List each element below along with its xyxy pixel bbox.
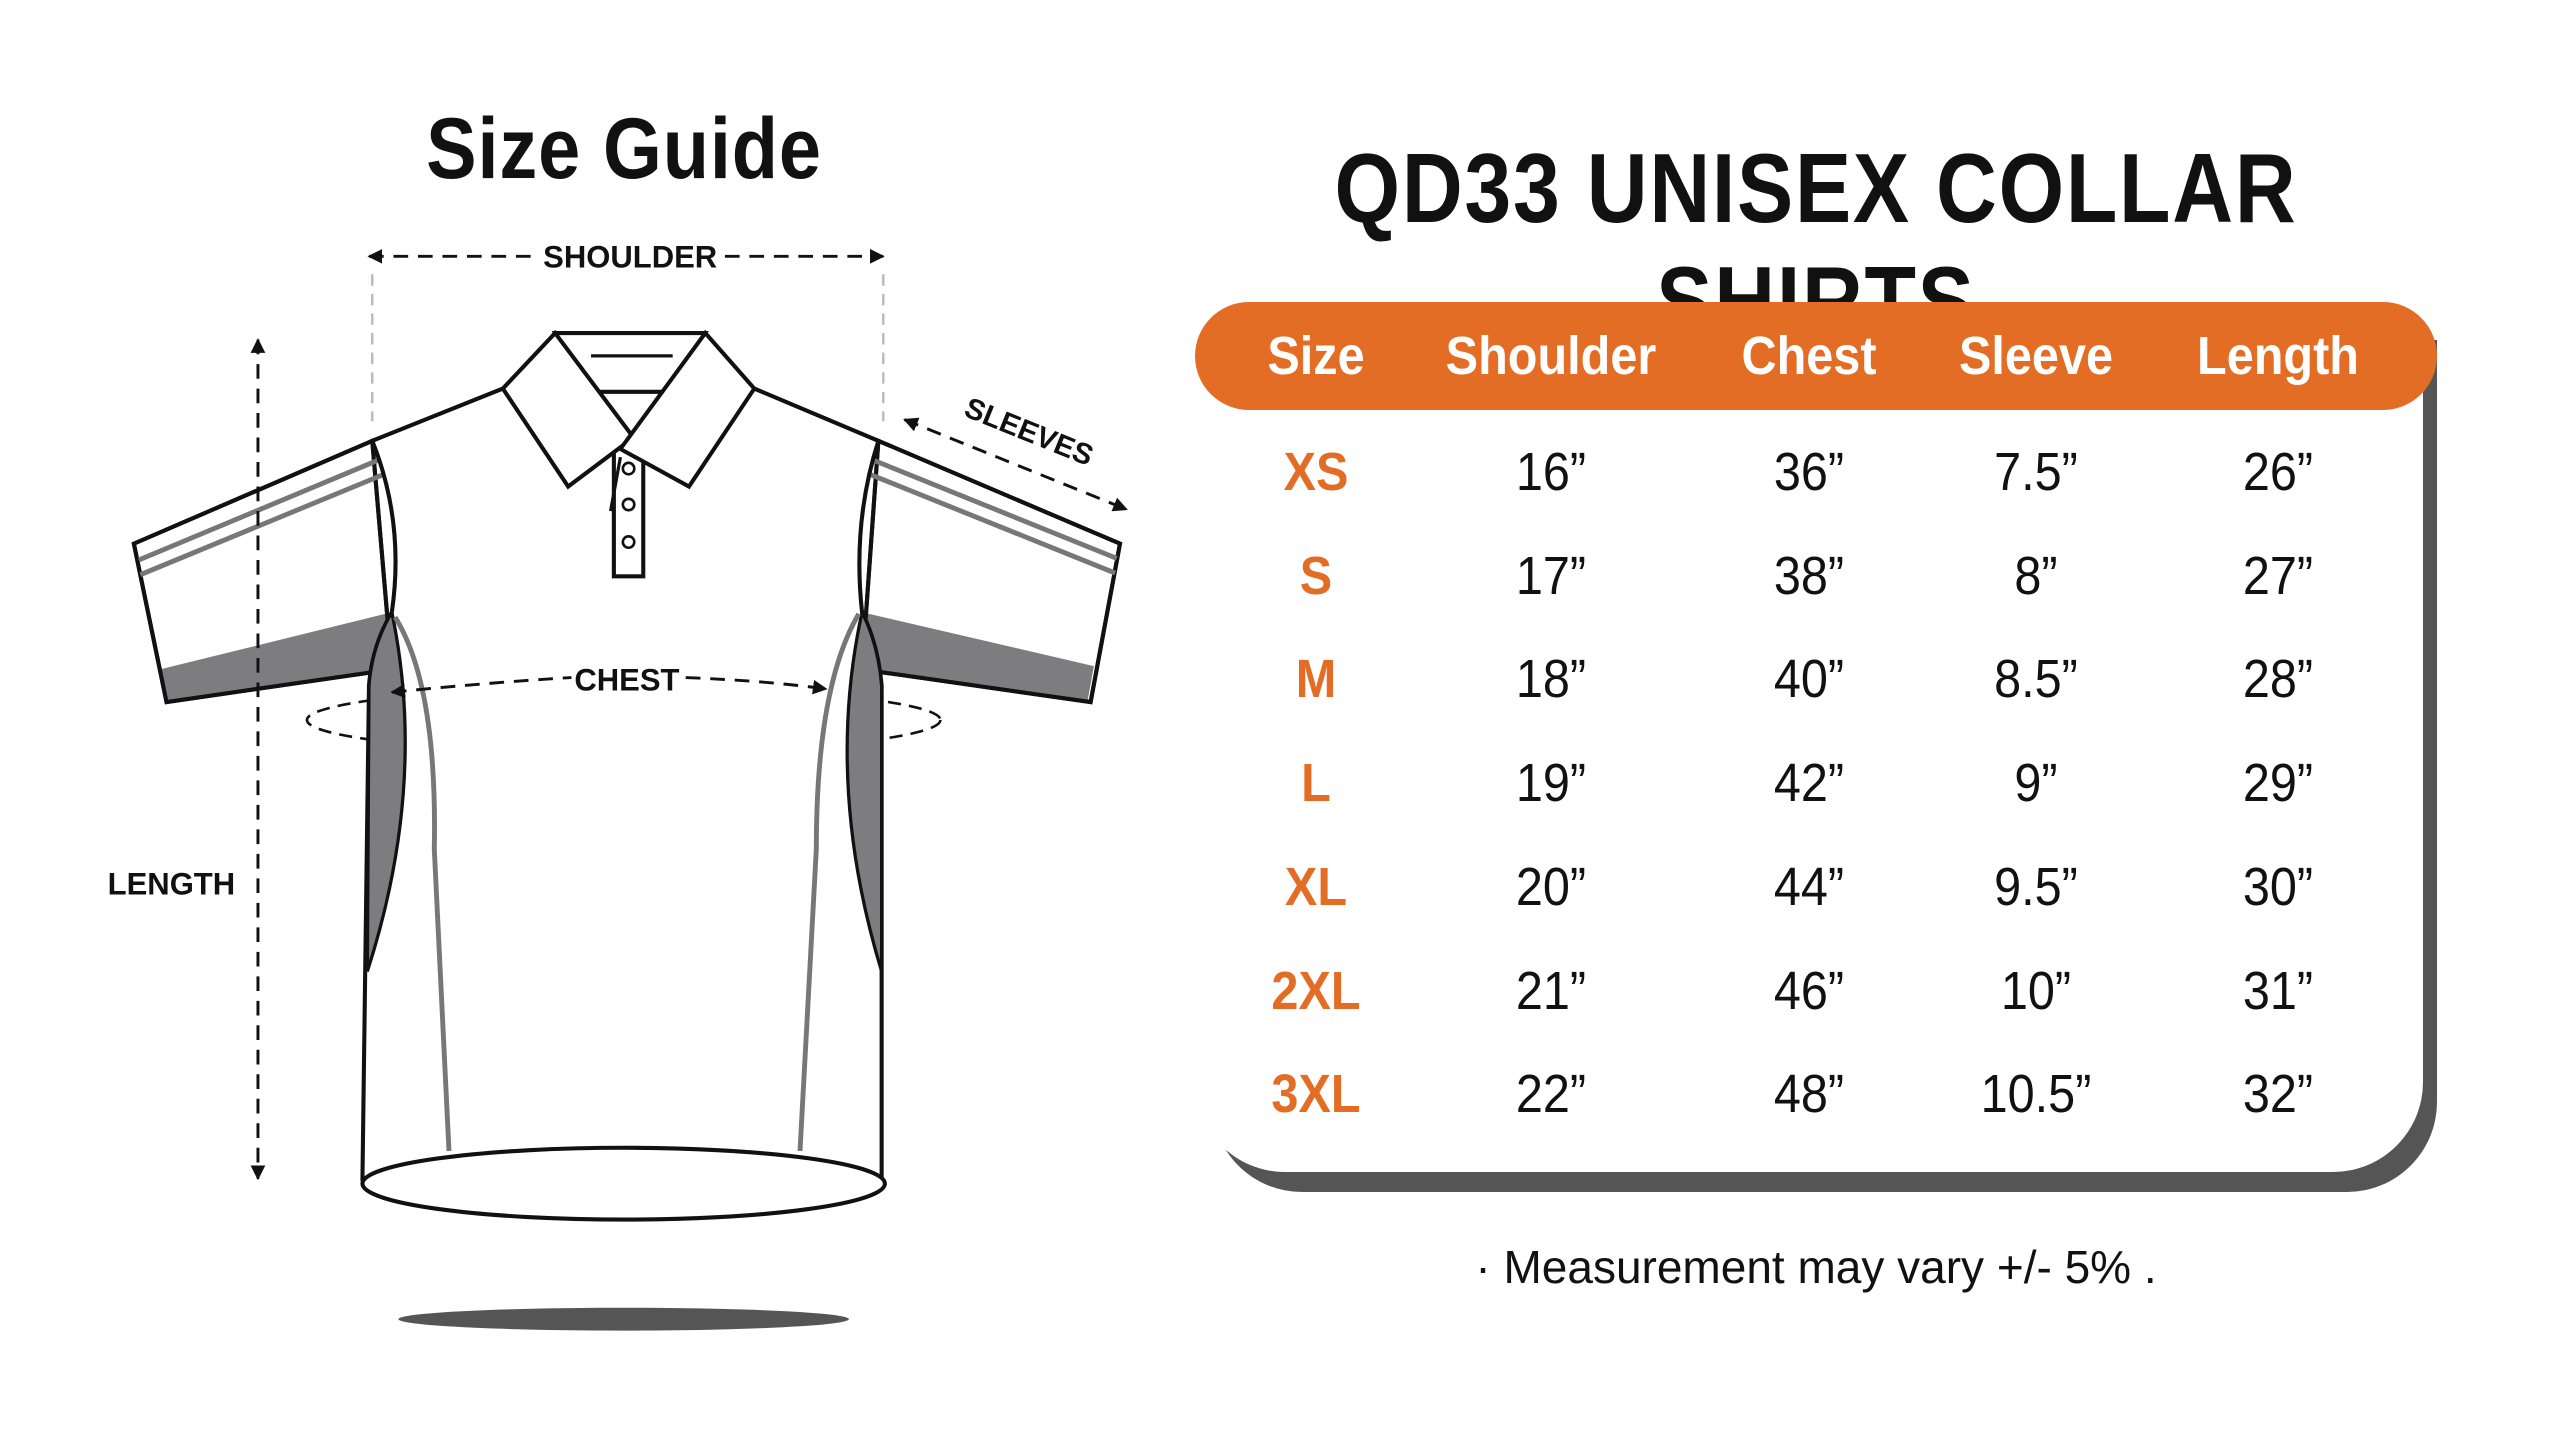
shirt-diagram: SHOULDER LENGTH SLEEVES CHEST xyxy=(108,240,1128,1331)
cell-length: 29” xyxy=(2242,753,2314,814)
cell-length: 27” xyxy=(2242,545,2314,606)
table-header-bar xyxy=(1195,302,2437,410)
cell-shoulder: 17” xyxy=(1515,545,1587,606)
cell-size: 3XL xyxy=(1271,1064,1361,1125)
header-chest: Chest xyxy=(1741,326,1877,386)
cell-shoulder: 16” xyxy=(1515,442,1587,502)
cell-chest: 38” xyxy=(1773,545,1845,606)
header-length: Length xyxy=(2197,326,2359,386)
cell-shoulder: 18” xyxy=(1515,649,1587,710)
cell-sleeve: 9.5” xyxy=(1994,856,2078,917)
cell-sleeve: 9” xyxy=(2014,753,2058,814)
cell-size: 2XL xyxy=(1271,960,1361,1021)
cell-sleeve: 7.5” xyxy=(1994,442,2078,502)
cell-length: 28” xyxy=(2242,649,2314,710)
button-icon xyxy=(621,497,636,512)
cell-length: 31” xyxy=(2242,960,2314,1021)
cell-sleeve: 8.5” xyxy=(1994,649,2078,710)
chest-label: CHEST xyxy=(574,663,679,698)
cell-chest: 48” xyxy=(1773,1064,1845,1125)
cell-chest: 46” xyxy=(1773,960,1845,1021)
cell-size: XL xyxy=(1284,856,1348,917)
cell-chest: 42” xyxy=(1773,753,1845,814)
sleeves-label: SLEEVES xyxy=(960,391,1098,472)
cell-length: 32” xyxy=(2242,1064,2314,1125)
cell-sleeve: 8” xyxy=(2014,545,2058,606)
cell-size: XS xyxy=(1283,442,1349,502)
cell-length: 30” xyxy=(2242,856,2314,917)
cell-chest: 36” xyxy=(1773,442,1845,502)
cell-length: 26” xyxy=(2242,442,2314,502)
cell-size: S xyxy=(1299,545,1333,606)
cell-shoulder: 22” xyxy=(1515,1064,1587,1125)
chest-measure: CHEST xyxy=(390,663,828,699)
cell-size: M xyxy=(1295,649,1337,710)
cell-shoulder: 20” xyxy=(1515,856,1587,917)
header-size: Size xyxy=(1267,326,1365,386)
measurement-note: · Measurement may vary +/- 5% . xyxy=(1475,1241,2157,1293)
header-shoulder: Shoulder xyxy=(1445,326,1657,386)
shirt-shadow xyxy=(398,1307,849,1331)
collar xyxy=(500,329,757,579)
cell-sleeve: 10” xyxy=(2000,960,2072,1021)
header-sleeve: Sleeve xyxy=(1958,326,2114,386)
shoulder-label: SHOULDER xyxy=(543,240,717,275)
length-label: LENGTH xyxy=(108,867,236,902)
cell-shoulder: 21” xyxy=(1515,960,1587,1021)
cell-shoulder: 19” xyxy=(1515,753,1587,814)
shoulder-measure: SHOULDER xyxy=(367,240,885,422)
size-guide-title: Size Guide xyxy=(426,101,822,197)
cell-chest: 40” xyxy=(1773,649,1845,710)
size-table-card xyxy=(1195,330,2423,1172)
length-measure: LENGTH xyxy=(108,338,266,1181)
shirt-hem xyxy=(360,1145,887,1222)
right-side-panel xyxy=(845,607,884,972)
cell-sleeve: 10.5” xyxy=(1980,1064,2092,1125)
button-icon xyxy=(621,535,636,550)
button-icon xyxy=(621,461,636,476)
cell-size: L xyxy=(1301,753,1331,814)
cell-chest: 44” xyxy=(1773,856,1845,917)
